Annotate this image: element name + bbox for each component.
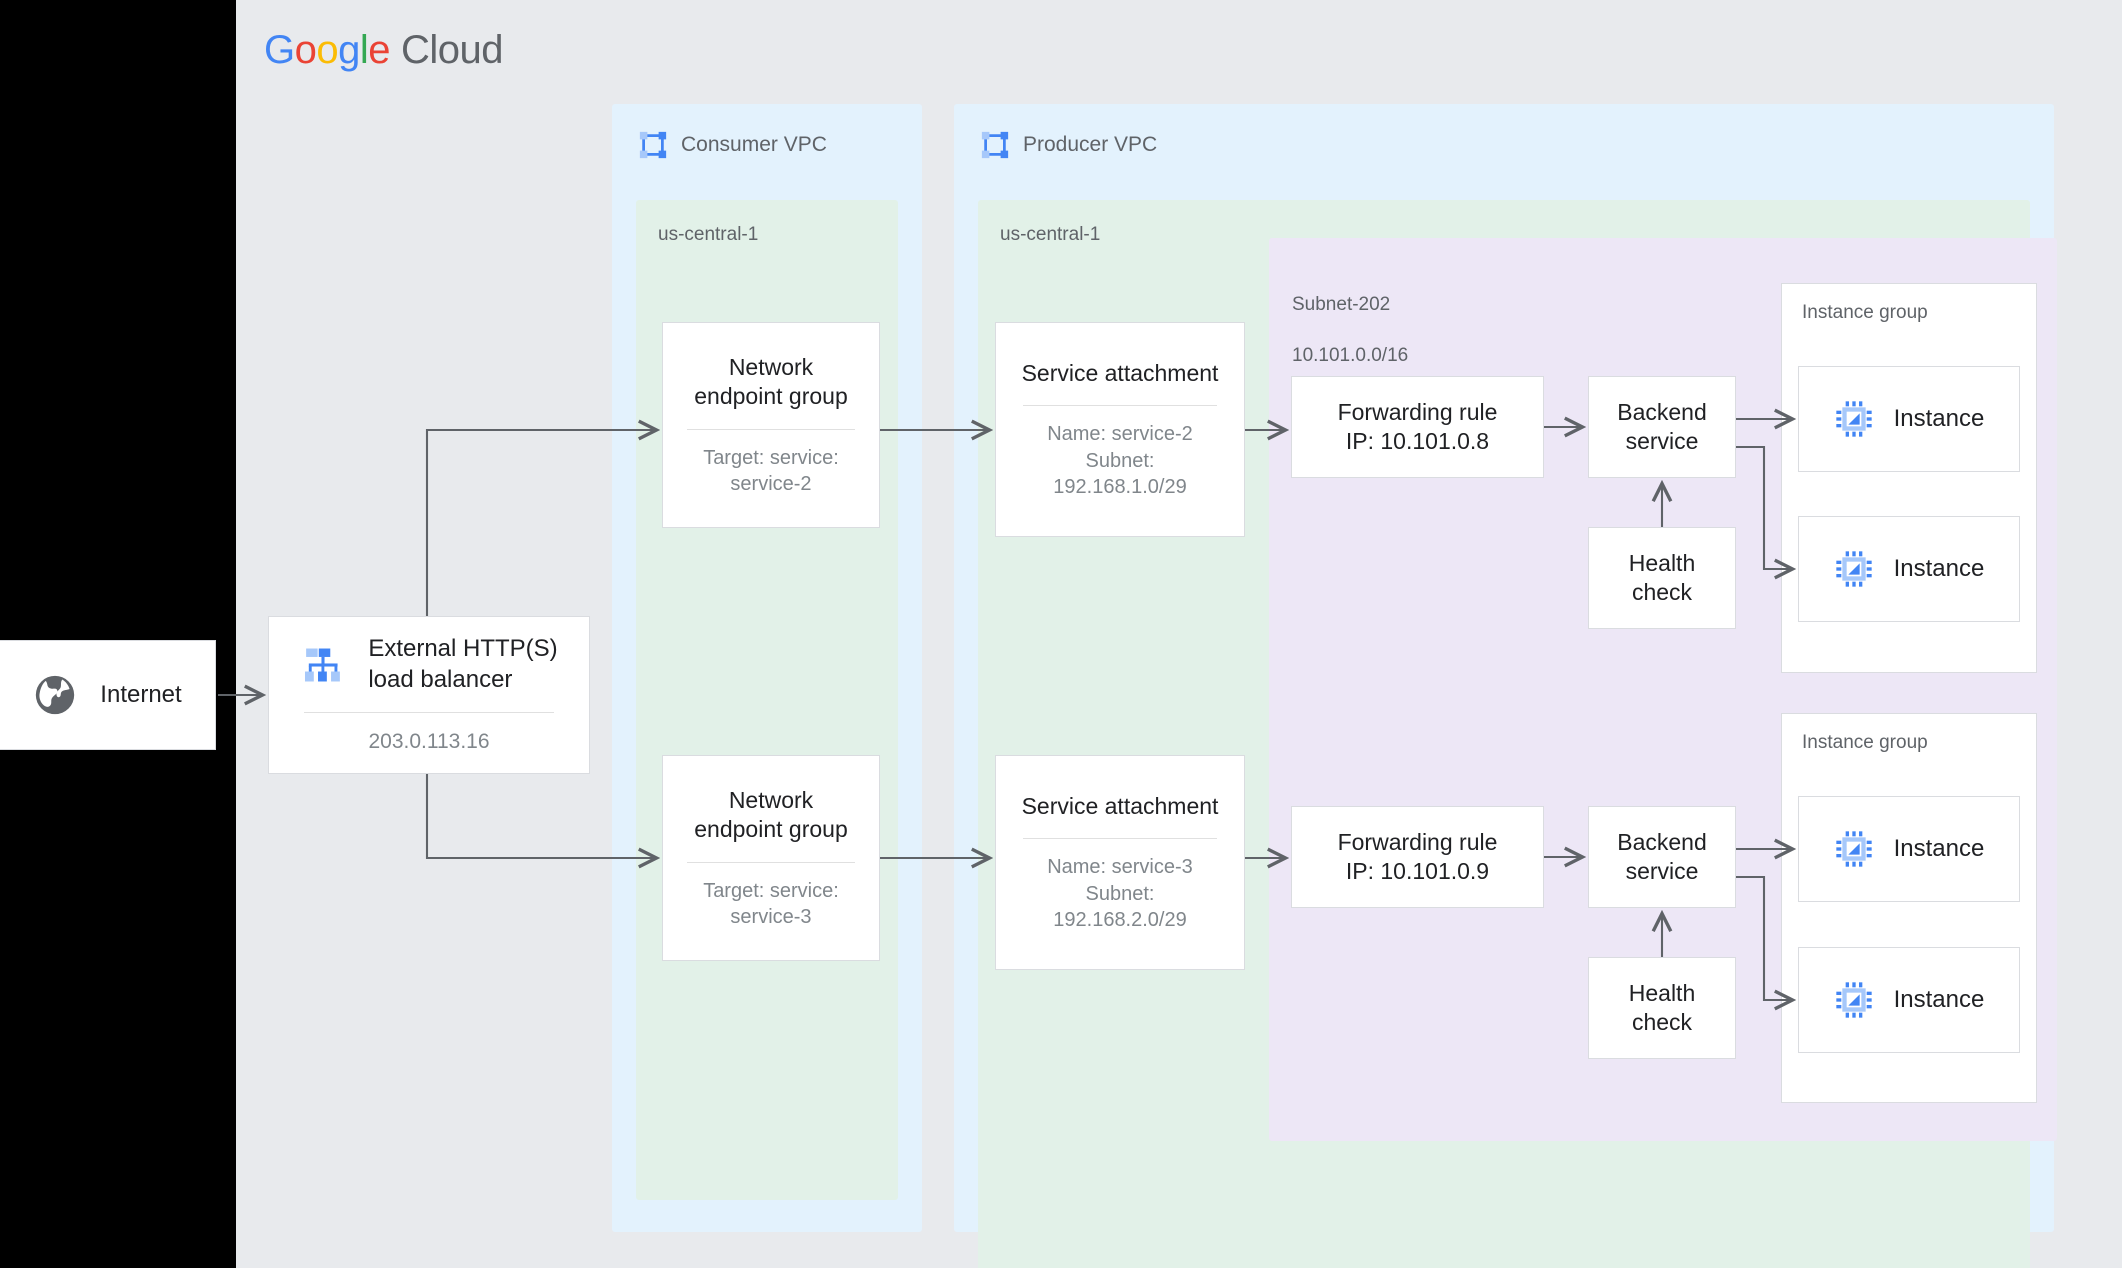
internet-node[interactable]: Internet <box>0 640 216 750</box>
vpc-icon <box>639 131 667 159</box>
hc-2-line1: Health <box>1628 979 1696 1006</box>
instance-2-1-label: Instance <box>1893 835 1985 862</box>
subnet-202-label: Subnet-202 10.101.0.0/16 <box>1292 266 1408 394</box>
consumer-vpc-header: Consumer VPC <box>638 130 827 160</box>
logo-letter-e: e <box>368 28 391 72</box>
neg-2-title-line2: endpoint group <box>694 816 848 843</box>
backend-service-1[interactable]: Backend service <box>1588 376 1736 478</box>
sa-1-title: Service attachment <box>1021 359 1219 386</box>
bs-2-line1: Backend <box>1617 828 1707 855</box>
external-http-load-balancer[interactable]: External HTTP(S) load balancer 203.0.113… <box>268 616 590 774</box>
hc-1-line1: Health <box>1628 549 1696 576</box>
load-balancer-icon <box>305 648 341 682</box>
logo-letter-o2: o <box>316 28 339 72</box>
sa-1-subnet-cidr: 192.168.1.0/29 <box>1053 475 1187 498</box>
bs-1-line1: Backend <box>1617 398 1707 425</box>
instance-2-1[interactable]: Instance <box>1798 796 2020 902</box>
hc-1-line2: check <box>1631 579 1693 605</box>
sa-2-subnet-label: Subnet: <box>1085 882 1155 905</box>
instance-chip-icon <box>1835 982 1872 1018</box>
fr-2-line2: IP: 10.101.0.9 <box>1345 858 1490 884</box>
network-endpoint-group-2[interactable]: Network endpoint group Target: service: … <box>662 755 880 961</box>
lb-title: External HTTP(S) load balancer <box>368 634 557 694</box>
instance-chip-icon <box>1835 551 1872 587</box>
logo-cloud-word: Cloud <box>401 28 504 72</box>
neg-1-divider <box>686 428 856 430</box>
neg-1-subtitle-line1: Target: service: <box>703 446 839 469</box>
health-check-2[interactable]: Health check <box>1588 957 1736 1059</box>
fr-1-line1: Forwarding rule <box>1337 398 1498 425</box>
sa-1-divider <box>1023 405 1217 407</box>
neg-2-subtitle-line1: Target: service: <box>703 879 839 902</box>
producer-vpc-title: Producer VPC <box>1023 133 1158 156</box>
producer-vpc-header: Producer VPC <box>980 130 1157 160</box>
forwarding-rule-1[interactable]: Forwarding rule IP: 10.101.0.8 <box>1291 376 1544 478</box>
instance-group-2-label: Instance group <box>1802 732 1928 753</box>
neg-1-subtitle-line2: service-2 <box>730 472 812 495</box>
neg-2-divider <box>686 861 856 863</box>
instance-chip-icon <box>1835 831 1872 867</box>
sa-2-name: Name: service-3 <box>1047 856 1193 879</box>
neg-2-title-line1: Network <box>728 786 814 813</box>
hc-2-line2: check <box>1631 1009 1693 1035</box>
instance-group-1-label: Instance group <box>1802 302 1928 323</box>
health-check-1[interactable]: Health check <box>1588 527 1736 629</box>
bs-2-line2: service <box>1625 858 1699 884</box>
internet-label: Internet <box>100 681 182 708</box>
instance-2-2-label: Instance <box>1893 986 1985 1013</box>
neg-2-subtitle-line2: service-3 <box>730 905 812 928</box>
instance-1-2-label: Instance <box>1893 555 1985 582</box>
neg-1-title-line2: endpoint group <box>694 383 848 410</box>
vpc-icon <box>981 131 1009 159</box>
fr-1-line2: IP: 10.101.0.8 <box>1345 428 1490 454</box>
producer-region-label: us-central-1 <box>1000 224 1101 245</box>
lb-header: External HTTP(S) load balancer <box>276 634 581 694</box>
backend-service-2[interactable]: Backend service <box>1588 806 1736 908</box>
lb-title-line1: External HTTP(S) <box>368 635 558 663</box>
lb-ip-address: 203.0.113.16 <box>368 729 490 753</box>
lb-title-line2: load balancer <box>368 665 513 693</box>
service-attachment-1[interactable]: Service attachment Name: service-2 Subne… <box>995 322 1245 537</box>
instance-1-1[interactable]: Instance <box>1798 366 2020 472</box>
bs-1-line2: service <box>1625 428 1699 454</box>
sa-2-title: Service attachment <box>1021 792 1219 819</box>
subnet-202-name: Subnet-202 <box>1292 293 1391 315</box>
instance-chip-icon <box>1835 401 1872 437</box>
forwarding-rule-2[interactable]: Forwarding rule IP: 10.101.0.9 <box>1291 806 1544 908</box>
sa-2-divider <box>1023 838 1217 840</box>
consumer-vpc-title: Consumer VPC <box>681 133 827 156</box>
sa-1-name: Name: service-2 <box>1047 423 1193 446</box>
logo-letter-g: g <box>338 28 360 72</box>
consumer-vpc-container: Consumer VPC us-central-1 <box>612 104 922 1232</box>
instance-2-2[interactable]: Instance <box>1798 947 2020 1053</box>
instance-1-2[interactable]: Instance <box>1798 516 2020 622</box>
subnet-202-cidr: 10.101.0.0/16 <box>1292 344 1409 366</box>
sa-1-subnet-label: Subnet: <box>1085 449 1155 472</box>
fr-2-line1: Forwarding rule <box>1337 828 1498 855</box>
logo-letter-G: G <box>264 28 295 72</box>
consumer-region-label: us-central-1 <box>658 224 759 245</box>
sa-2-subnet-cidr: 192.168.2.0/29 <box>1053 908 1187 931</box>
logo-letter-l: l <box>359 28 369 72</box>
instance-1-1-label: Instance <box>1893 405 1985 432</box>
neg-1-title-line1: Network <box>728 353 814 380</box>
network-endpoint-group-1[interactable]: Network endpoint group Target: service: … <box>662 322 880 528</box>
logo-letter-o1: o <box>294 28 317 72</box>
globe-icon <box>36 675 75 715</box>
lb-divider <box>304 711 554 713</box>
service-attachment-2[interactable]: Service attachment Name: service-3 Subne… <box>995 755 1245 970</box>
